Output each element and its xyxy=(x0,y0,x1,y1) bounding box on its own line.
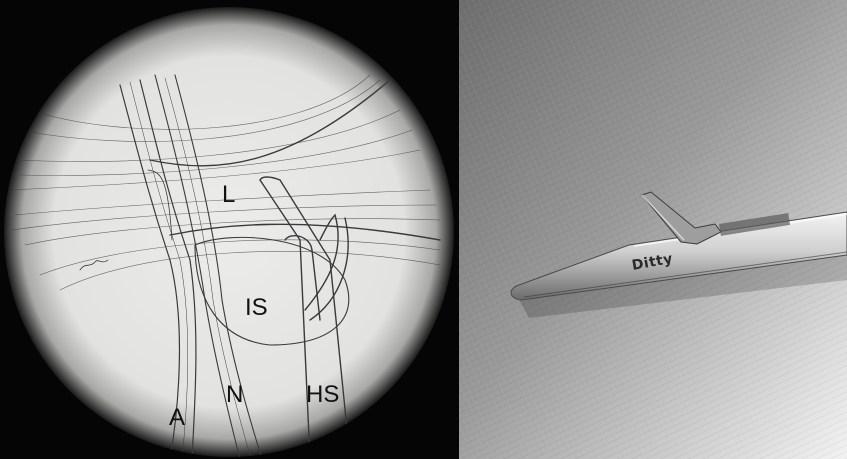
label-l: L xyxy=(222,183,235,207)
label-is: IS xyxy=(245,296,268,320)
label-a: A xyxy=(169,406,185,430)
label-n: N xyxy=(226,383,243,407)
instrument-photo-panel: Ditty xyxy=(459,0,847,459)
instrument-photo xyxy=(459,0,847,459)
label-hs: HS xyxy=(306,383,339,407)
sketch-panel: L IS A N HS xyxy=(0,0,459,459)
